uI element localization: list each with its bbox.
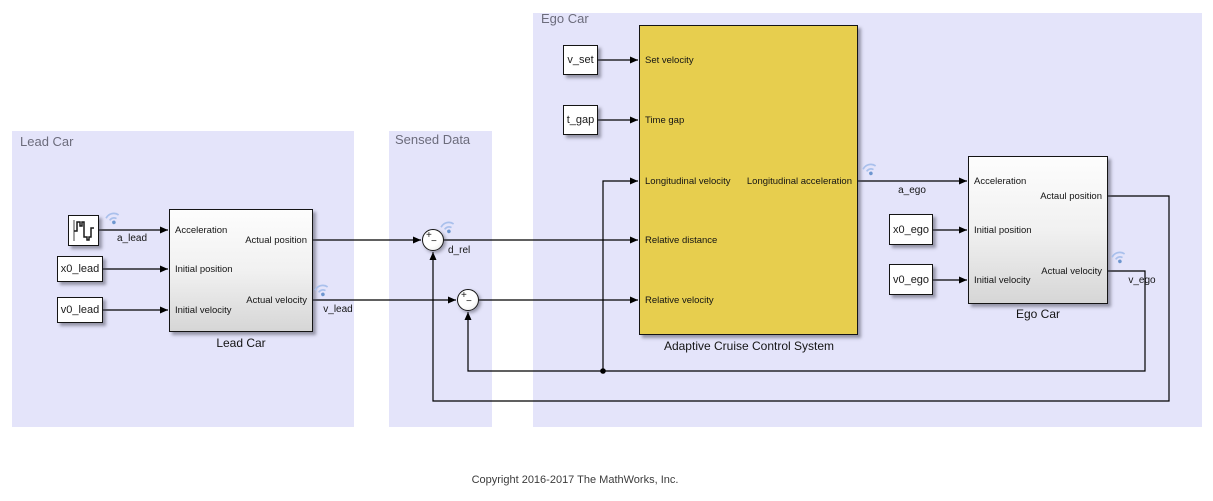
port-label-initial-velocity: Initial velocity <box>175 305 232 316</box>
signal-label-v-lead[interactable]: v_lead <box>323 304 353 315</box>
v0-lead-value: v0_lead <box>60 304 100 316</box>
x0-lead-constant-block[interactable]: x0_lead <box>57 256 103 282</box>
port-label-longitudinal-velocity: Longitudinal velocity <box>645 176 731 187</box>
area-sensed-data[interactable] <box>389 131 492 427</box>
v0-ego-constant-block[interactable]: v0_ego <box>889 264 933 295</box>
port-label-actaul-position: Actaul position <box>1040 191 1102 202</box>
waveform-icon <box>73 220 94 241</box>
v0-lead-constant-block[interactable]: v0_lead <box>57 297 103 323</box>
port-label-actual-velocity: Actual velocity <box>246 295 307 306</box>
sum-relative-velocity-block[interactable]: + − <box>457 289 479 311</box>
adaptive-cruise-control-block[interactable]: Set velocity Time gap Longitudinal veloc… <box>639 25 858 335</box>
arrowhead <box>160 306 168 314</box>
signal-label-a-lead[interactable]: a_lead <box>116 233 148 244</box>
logging-badge-icon <box>105 212 120 225</box>
signal-label-a-ego[interactable]: a_ego <box>898 185 926 196</box>
minus-sign: − <box>431 236 437 247</box>
ego-car-block-name: Ego Car <box>1015 307 1061 321</box>
arrowhead <box>959 177 967 185</box>
arrowhead <box>630 296 638 304</box>
wire-ego-position-feedback[interactable] <box>432 195 1170 402</box>
arrowhead <box>448 296 456 304</box>
port-label-acceleration: Acceleration <box>175 225 228 236</box>
logging-badge-icon <box>314 284 329 297</box>
area-title-ego-car: Ego Car <box>541 11 589 26</box>
plus-sign: + <box>426 230 432 241</box>
logging-badge-icon <box>862 163 877 176</box>
port-label-set-velocity: Set velocity <box>645 55 694 66</box>
arrowhead <box>630 177 638 185</box>
acc-block-name: Adaptive Cruise Control System <box>663 339 835 353</box>
arrowhead <box>630 56 638 64</box>
wire-longitudinal-velocity-branch[interactable] <box>602 180 638 371</box>
area-title-lead-car: Lead Car <box>20 134 74 149</box>
wire-junction-dot <box>600 368 606 374</box>
port-label-actual-velocity: Actual velocity <box>1041 266 1102 277</box>
port-label-time-gap: Time gap <box>645 115 685 126</box>
logging-badge-icon <box>440 221 455 234</box>
arrowhead <box>630 236 638 244</box>
logging-badge-icon <box>1111 251 1126 264</box>
ego-car-subsystem-block[interactable]: Acceleration Initial position Initial ve… <box>968 156 1108 304</box>
port-label-actual-position: Actual position <box>245 235 307 246</box>
port-label-initial-velocity: Initial velocity <box>974 275 1031 286</box>
area-title-sensed-data: Sensed Data <box>395 132 471 147</box>
wire-ego-velocity-feedback[interactable] <box>467 270 1146 372</box>
lead-car-block-name: Lead Car <box>216 336 266 350</box>
signal-label-d-rel[interactable]: d_rel <box>448 245 471 256</box>
t-gap-value: t_gap <box>566 114 595 126</box>
sum-relative-distance-block[interactable]: + − <box>422 229 444 251</box>
x0-lead-value: x0_lead <box>60 263 100 275</box>
x0-ego-constant-block[interactable]: x0_ego <box>889 214 933 245</box>
plus-sign: + <box>461 290 467 301</box>
copyright-annotation: Copyright 2016-2017 The MathWorks, Inc. <box>471 474 679 486</box>
minus-sign: − <box>466 296 472 307</box>
signal-label-v-ego[interactable]: v_ego <box>1128 275 1156 286</box>
lead-car-subsystem-block[interactable]: Acceleration Initial position Initial ve… <box>169 209 313 332</box>
arrowhead <box>630 116 638 124</box>
v-set-constant-block[interactable]: v_set <box>563 45 598 75</box>
port-label-relative-distance: Relative distance <box>645 235 718 246</box>
arrowhead <box>464 312 472 320</box>
port-label-relative-velocity: Relative velocity <box>645 295 714 306</box>
arrowhead <box>429 252 437 260</box>
arrowhead <box>959 276 967 284</box>
port-label-longitudinal-acceleration: Longitudinal acceleration <box>746 176 852 187</box>
x0-ego-value: x0_ego <box>892 223 930 236</box>
port-label-acceleration: Acceleration <box>974 176 1027 187</box>
v-set-value: v_set <box>567 54 594 66</box>
arrowhead <box>160 226 168 234</box>
t-gap-constant-block[interactable]: t_gap <box>563 105 598 135</box>
acceleration-source-block[interactable] <box>68 215 99 246</box>
arrowhead <box>959 226 967 234</box>
port-label-initial-position: Initial position <box>974 225 1032 236</box>
arrowhead <box>160 265 168 273</box>
arrowhead <box>413 236 421 244</box>
v0-ego-value: v0_ego <box>892 273 930 286</box>
port-label-initial-position: Initial position <box>175 264 233 275</box>
